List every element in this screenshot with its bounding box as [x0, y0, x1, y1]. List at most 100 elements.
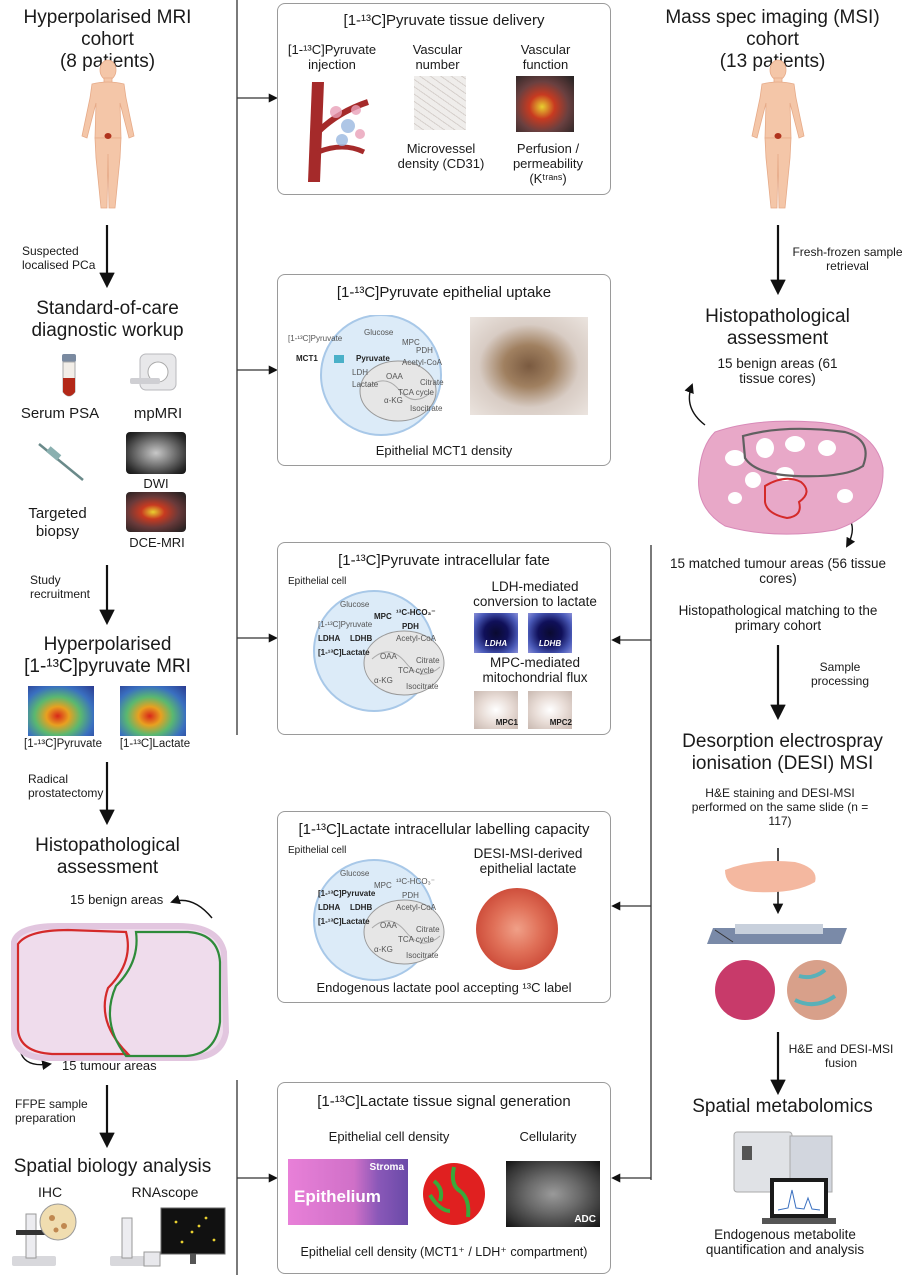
mpc1-label: MPC1 [495, 718, 518, 727]
pyruvate-ext-label: [1-¹³C]Pyruvate [288, 334, 343, 343]
lab-glucose-label: Glucose [340, 869, 370, 878]
isocitrate-label: Isocitrate [410, 404, 443, 413]
mpc1-image [474, 691, 518, 729]
mct1-label: MCT1 [296, 354, 318, 363]
pyruvate-map-label: [1-¹³C]Pyruvate [24, 738, 102, 750]
box3-title: [1-¹³C]Pyruvate intracellular fate [338, 552, 550, 569]
lactate-label: Lactate [352, 380, 379, 389]
lab-pyruvate-label: [1-¹³C]Pyruvate [318, 889, 376, 898]
mpc-flux-label: MPC-mediated mitochondrial flux [482, 655, 588, 685]
fate-ldhb-label: LDHB [350, 634, 372, 643]
box1-title: [1-¹³C]Pyruvate tissue delivery [343, 12, 545, 29]
lab-pdh-label: PDH [402, 891, 419, 900]
vascular-function-label: Vascular function [520, 42, 571, 72]
box-epithelial-uptake: [1-¹³C]Pyruvate epithelial uptake [1-¹³C… [277, 274, 611, 466]
acetyl-label: Acetyl-CoA [402, 358, 443, 367]
tca-label: TCA cycle [398, 388, 435, 397]
fate-akg-label: α-KG [374, 676, 393, 685]
matching-label: Histopathological matching to the primar… [678, 603, 878, 633]
msi-cohort-title: Mass spec imaging (MSI) cohort (13 patie… [640, 7, 905, 73]
human-figure-icon [751, 59, 805, 209]
step-sample-processing: Sample processing [810, 660, 870, 688]
fate-hco3-label: ¹³C-HCO₃⁻ [396, 608, 435, 617]
cell-diagram-fate: Glucose [1-¹³C]Pyruvate LDHA LDHB [1-¹³C… [313, 590, 445, 712]
msi-cohort-title-text: Mass spec imaging (MSI) cohort [665, 7, 880, 50]
serum-psa-label: Serum PSA [20, 405, 100, 422]
mpc-label: MPC [402, 338, 420, 347]
box4-epithelial-cell-label: Epithelial cell [288, 845, 347, 856]
box2-caption: Epithelial MCT1 density [375, 443, 513, 458]
hp-mri-title-line2: [1-¹³C]pyruvate MRI [24, 656, 191, 677]
step-radical-prostatectomy: Radical prostatectomy [28, 772, 104, 800]
citrate-label: Citrate [420, 378, 444, 387]
blood-vessel-icon [308, 82, 369, 182]
mri-cohort-title: Hyperpolarised MRI cohort (8 patients) [0, 7, 215, 73]
mass-spec-instrument-icon [733, 1131, 836, 1224]
vascular-number-label: Vascular number [412, 42, 463, 72]
lactate-map-image [120, 686, 186, 736]
ihc-label: IHC [37, 1184, 63, 1200]
tumour-outline [764, 477, 808, 520]
spatial-metabolomics-title: Spatial metabolomics [692, 1096, 873, 1117]
box-tissue-delivery: [1-¹³C]Pyruvate tissue delivery [1-¹³C]P… [277, 3, 611, 195]
cellularity-label: Cellularity [519, 1129, 577, 1144]
step-suspected-pca: Suspected localised PCa [22, 244, 96, 272]
human-figure-icon [81, 59, 135, 209]
prostate-mark [104, 133, 112, 139]
dwi-image [126, 432, 186, 474]
adc-label: ADC [574, 1214, 596, 1225]
fate-pyruvate-label: [1-¹³C]Pyruvate [318, 620, 373, 629]
mct1-ihc-image [470, 317, 588, 415]
dce-mri-image [126, 492, 186, 532]
right-tumour-areas: 15 matched tumour areas (56 tissue cores… [669, 556, 887, 586]
fate-lactate-label: [1-¹³C]Lactate [318, 648, 370, 657]
fate-ldha-label: LDHA [318, 634, 340, 643]
cell-diagram-labelling: Glucose [1-¹³C]Pyruvate LDHA LDHB [1-¹³C… [313, 859, 445, 981]
fluorescence-microscope-icon [110, 1217, 161, 1267]
lab-akg-label: α-KG [374, 945, 393, 954]
ldha-image [474, 613, 518, 653]
desi-lactate-image [476, 888, 558, 970]
box-signal-generation: [1-¹³C]Lactate tissue signal generation … [277, 1082, 611, 1274]
rnascope-label: RNAscope [131, 1184, 199, 1200]
ldh-label: LDH [352, 368, 368, 377]
prostate-section-image [11, 923, 230, 1061]
injection-label: [1-¹³C]Pyruvate injection [287, 42, 377, 72]
box3-epithelial-cell-label: Epithelial cell [288, 576, 347, 587]
box-lactate-labelling: [1-¹³C]Lactate intracellular labelling c… [277, 811, 611, 1003]
spatial-biology-title: Spatial biology analysis [13, 1156, 212, 1177]
lactate-map-label: [1-¹³C]Lactate [119, 738, 191, 750]
perfusion-image [516, 76, 574, 132]
step-ffpe-prep: FFPE sample preparation [15, 1097, 88, 1125]
lab-lactate-label: [1-¹³C]Lactate [318, 917, 370, 926]
final-analysis-label: Endogenous metabolite quantification and… [705, 1227, 865, 1257]
box5-caption: Epithelial cell density (MCT1⁺ / LDH⁺ co… [300, 1245, 588, 1259]
monitor-icon [160, 1207, 226, 1264]
lab-mpc-label: MPC [374, 881, 392, 890]
step-fusion: H&E and DESI-MSI fusion [788, 1042, 894, 1070]
lab-ldha-label: LDHA [318, 903, 340, 912]
fate-isocitrate-label: Isocitrate [406, 682, 439, 691]
pyruvate-map-image [28, 686, 94, 736]
ldhb-image-label: LDHB [538, 639, 562, 648]
epithelium-label: Epithelium [294, 1187, 381, 1206]
mri-scanner-icon [130, 353, 177, 391]
lab-tca-label: TCA cycle [398, 935, 435, 944]
fate-citrate-label: Citrate [416, 656, 440, 665]
box-intracellular-fate: [1-¹³C]Pyruvate intracellular fate Epith… [277, 542, 611, 735]
lab-hco3-label: ¹³C-HCO₃⁻ [396, 877, 435, 886]
tissue-sample-icon [725, 861, 816, 893]
desi-title: Desorption electrospray ionisation (DESI… [682, 731, 883, 774]
ldhb-image [528, 613, 572, 653]
benign-outline [741, 427, 867, 478]
epithelium-stroma-image: Stroma Epithelium [288, 1159, 408, 1225]
microvessel-label: Microvessel density (CD31) [397, 141, 485, 171]
mpmri-label: mpMRI [133, 405, 183, 422]
fate-acetyl-label: Acetyl-CoA [396, 634, 437, 643]
mri-cohort-title-text: Hyperpolarised MRI cohort [23, 7, 192, 50]
box5-title: [1-¹³C]Lactate tissue signal generation [317, 1093, 571, 1110]
he-core-image [715, 960, 775, 1020]
ldh-conversion-label: LDH-mediated conversion to lactate [473, 579, 597, 609]
lab-acetyl-label: Acetyl-CoA [396, 903, 437, 912]
